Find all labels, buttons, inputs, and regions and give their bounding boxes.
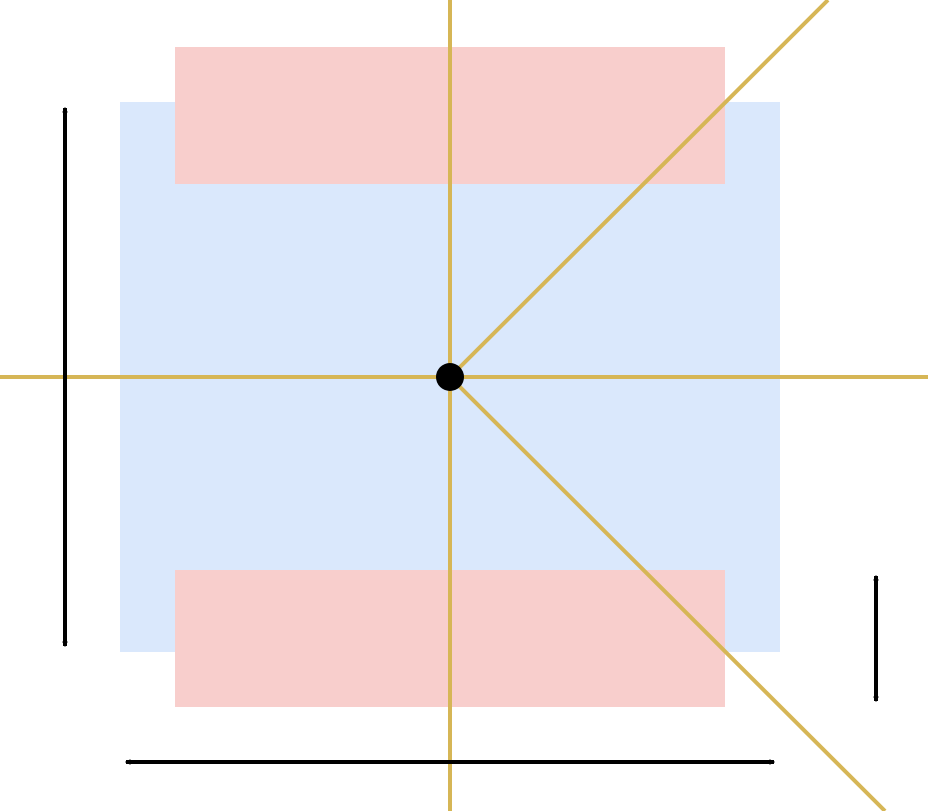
center-point [436,363,464,391]
diagonal-guide-line-up [448,0,830,379]
diagonal-guide-line-down [448,375,887,811]
